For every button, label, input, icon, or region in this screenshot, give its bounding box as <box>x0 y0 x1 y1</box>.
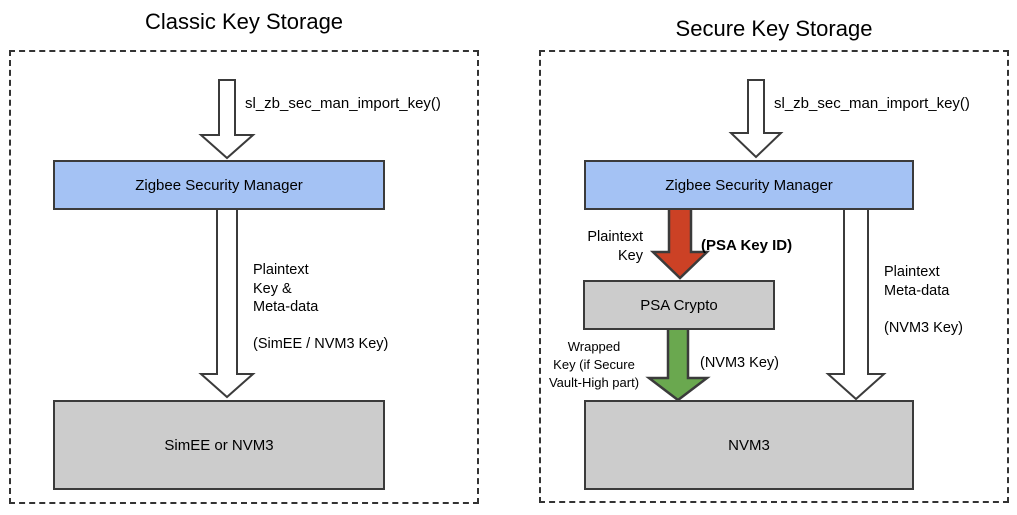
classic-plaintext-flow-arrow <box>198 207 256 399</box>
secure-psa-key-id-label: (PSA Key ID) <box>701 237 793 254</box>
classic-panel-title: Classic Key Storage <box>144 9 344 34</box>
secure-nvm3-box: NVM3 <box>584 400 914 490</box>
classic-import-call-label: sl_zb_sec_man_import_key() <box>245 95 441 112</box>
secure-zigbee-security-manager-box: Zigbee Security Manager <box>584 160 914 210</box>
classic-import-arrow <box>198 79 256 160</box>
classic-simee-nvm3-box: SimEE or NVM3 <box>53 400 385 490</box>
secure-psa-crypto-label: PSA Crypto <box>640 296 718 314</box>
secure-wrapped-key-label: Wrapped Key (if Secure Vault-High part) <box>548 339 640 390</box>
secure-metadata-key-type-label: (NVM3 Key) <box>884 320 963 336</box>
secure-zigbee-security-manager-label: Zigbee Security Manager <box>665 176 833 194</box>
secure-metadata-label: Plaintext Meta-data <box>884 264 950 299</box>
classic-flow-label: Plaintext Key & Meta-data <box>253 262 319 315</box>
secure-psa-key-id-arrow <box>649 206 711 280</box>
secure-nvm3-label: NVM3 <box>728 436 770 454</box>
secure-metadata-arrow <box>825 207 887 401</box>
classic-flow-key-type-label: (SimEE / NVM3 Key) <box>253 336 389 352</box>
secure-wrapped-key-arrow <box>645 326 711 402</box>
secure-import-arrow <box>728 79 784 159</box>
classic-panel-frame <box>9 50 479 504</box>
secure-plaintext-key-label: Plaintext Key <box>587 229 643 264</box>
secure-panel-title: Secure Key Storage <box>675 16 873 41</box>
secure-import-call-label: sl_zb_sec_man_import_key() <box>774 95 970 112</box>
secure-panel-frame <box>539 50 1009 503</box>
secure-psa-crypto-box: PSA Crypto <box>583 280 775 330</box>
classic-zigbee-security-manager-label: Zigbee Security Manager <box>135 176 303 194</box>
secure-wrapped-key-type-label: (NVM3 Key) <box>700 355 779 371</box>
classic-zigbee-security-manager-box: Zigbee Security Manager <box>53 160 385 210</box>
classic-simee-nvm3-label: SimEE or NVM3 <box>164 436 274 454</box>
